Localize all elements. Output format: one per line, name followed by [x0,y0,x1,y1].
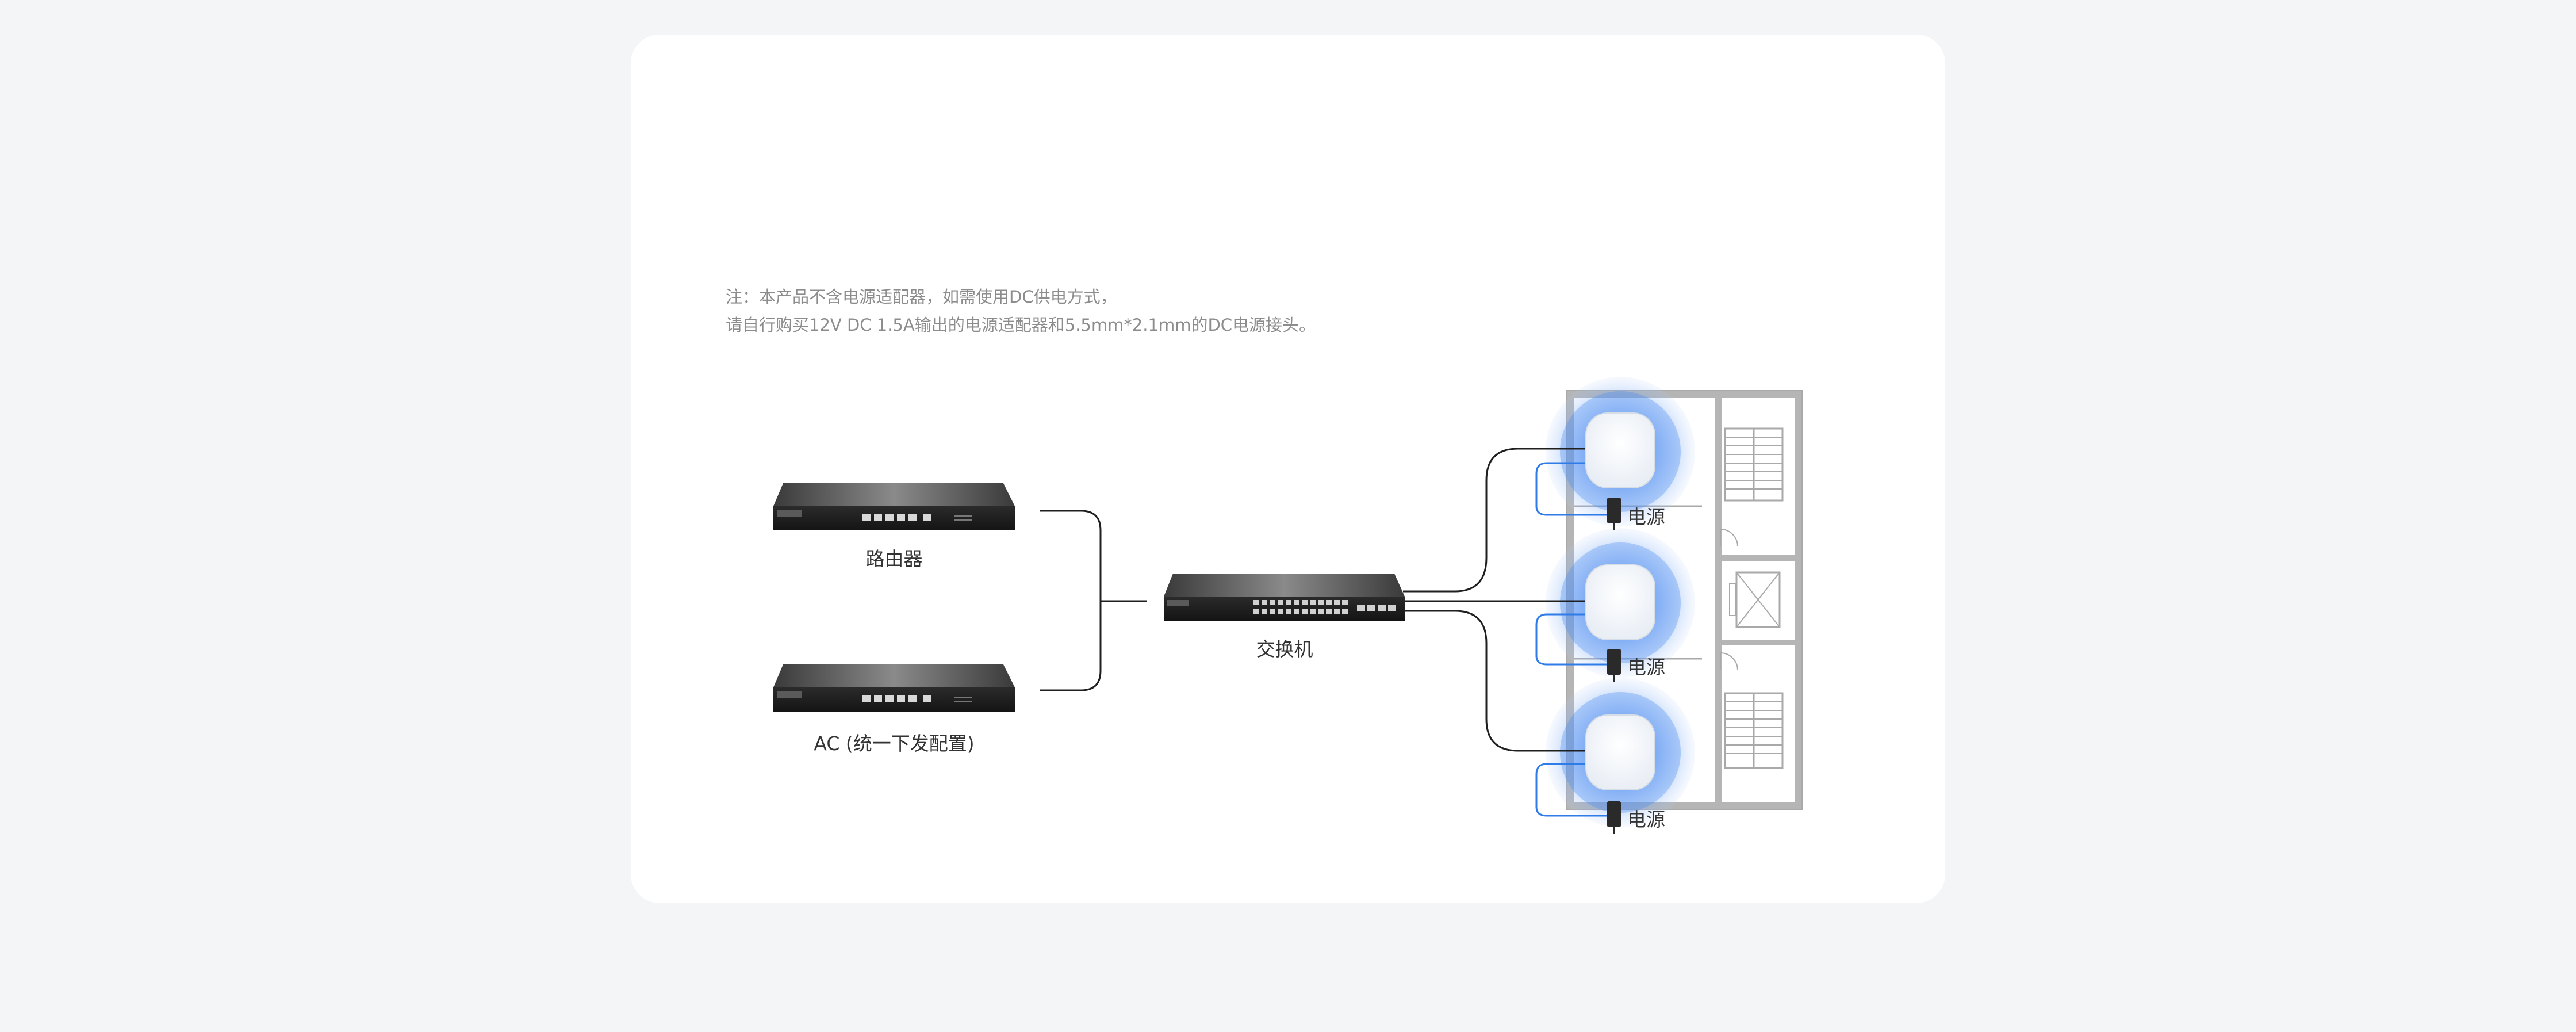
access-point-2 [1585,564,1655,640]
switch-label: 交换机 [1256,638,1313,660]
note-line-2: 请自行购买12V DC 1.5A输出的电源适配器和5.5mm*2.1mm的DC电… [726,315,1316,335]
router-device [773,483,1015,530]
power-label-2: 电源 [1627,656,1665,678]
power-label-1: 电源 [1627,506,1665,528]
diagram-card [631,35,1945,903]
power-adapter-icon [1607,498,1621,530]
ac-label: AC (统一下发配置) [814,732,975,755]
ac-controller-device [773,664,1015,712]
note-line-1: 注：本产品不含电源适配器，如需使用DC供电方式， [726,287,1117,307]
power-cables [1535,462,1607,817]
floor-plan [1566,390,1803,810]
power-adapter-note: 注：本产品不含电源适配器，如需使用DC供电方式， 请自行购买12V DC 1.5… [726,283,1316,339]
power-label-3: 电源 [1627,808,1665,831]
access-point-1 [1585,412,1655,488]
network-cables [1040,448,1592,752]
router-label: 路由器 [865,548,923,570]
power-adapter-icon [1607,801,1621,834]
switch-device [1164,574,1405,621]
power-adapter-icon [1607,649,1621,682]
access-point-3 [1585,714,1655,790]
